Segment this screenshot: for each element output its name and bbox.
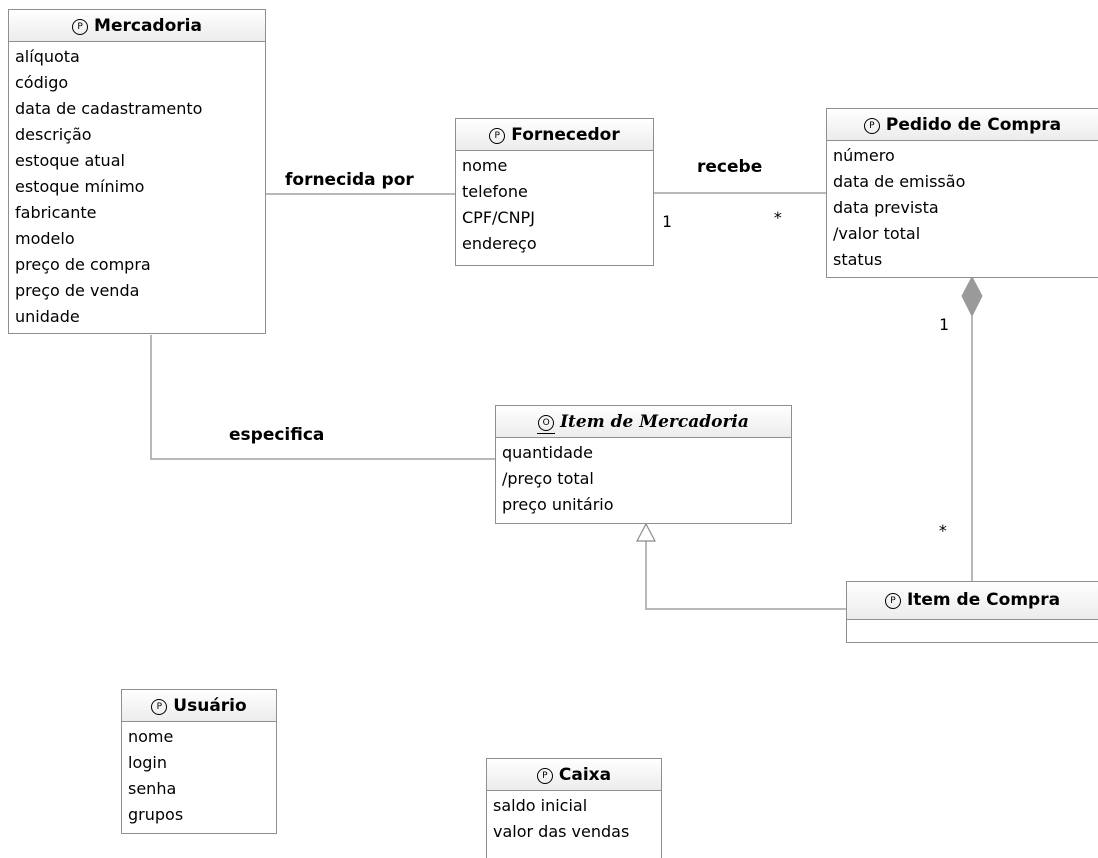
attribute-list: saldo inicial valor das vendas bbox=[487, 791, 661, 847]
attribute: senha bbox=[128, 779, 177, 798]
attribute: data de cadastramento bbox=[15, 99, 203, 118]
attribute-list: nome login senha grupos bbox=[122, 722, 276, 830]
class-item-de-compra[interactable]: P Item de Compra bbox=[846, 581, 1098, 643]
class-header: P Usuário bbox=[122, 690, 276, 722]
attribute: preço de compra bbox=[15, 255, 151, 274]
class-name: Usuário bbox=[173, 696, 247, 716]
generalization-arrowhead bbox=[636, 522, 656, 542]
multiplicity-label: * bbox=[938, 521, 948, 540]
class-mercadoria[interactable]: P Mercadoria alíquota código data de cada… bbox=[8, 9, 266, 334]
persistent-class-icon: P bbox=[536, 768, 553, 784]
class-usuario[interactable]: P Usuário nome login senha grupos bbox=[121, 689, 277, 834]
attribute: CPF/CNPJ bbox=[462, 208, 535, 227]
interface-icon: O bbox=[537, 415, 556, 434]
attribute: estoque mínimo bbox=[15, 177, 145, 196]
attribute: número bbox=[833, 146, 895, 165]
attribute: preço unitário bbox=[502, 495, 614, 514]
attribute: alíquota bbox=[15, 47, 80, 66]
composition-diamond bbox=[961, 275, 983, 318]
multiplicity-label: 1 bbox=[662, 212, 672, 231]
attribute: data de emissão bbox=[833, 172, 966, 191]
attribute: /preço total bbox=[502, 469, 594, 488]
persistent-class-icon: P bbox=[151, 699, 168, 715]
association-label-fornecida-por: fornecida por bbox=[285, 170, 414, 190]
attribute: login bbox=[128, 753, 167, 772]
attribute-list: alíquota código data de cadastramento de… bbox=[9, 42, 265, 332]
attribute: estoque atual bbox=[15, 151, 125, 170]
attribute: nome bbox=[128, 727, 174, 746]
attribute-list: número data de emissão data prevista /va… bbox=[827, 141, 1098, 275]
attribute: saldo inicial bbox=[493, 796, 588, 815]
class-header: P Mercadoria bbox=[9, 10, 265, 42]
class-name: Fornecedor bbox=[511, 125, 620, 145]
multiplicity-label: * bbox=[773, 208, 783, 227]
attribute: status bbox=[833, 250, 883, 269]
association-especifica-line bbox=[150, 335, 495, 460]
class-name: Caixa bbox=[558, 765, 612, 785]
attribute: código bbox=[15, 73, 69, 92]
attribute: fabricante bbox=[15, 203, 97, 222]
attribute: modelo bbox=[15, 229, 75, 248]
class-header: P Caixa bbox=[487, 759, 661, 791]
class-name: Item de Mercadoria bbox=[560, 412, 749, 432]
attribute: data prevista bbox=[833, 198, 939, 217]
class-name: Mercadoria bbox=[94, 16, 202, 36]
association-label-recebe: recebe bbox=[697, 157, 763, 177]
attribute: unidade bbox=[15, 307, 80, 326]
class-header: P Item de Compra bbox=[847, 582, 1098, 620]
persistent-class-icon: P bbox=[863, 118, 880, 134]
attribute: nome bbox=[462, 156, 508, 175]
class-name: Item de Compra bbox=[906, 590, 1061, 610]
persistent-class-icon: P bbox=[489, 128, 506, 144]
attribute: /valor total bbox=[833, 224, 921, 243]
attribute: preço de venda bbox=[15, 281, 140, 300]
attribute-list: quantidade /preço total preço unitário bbox=[496, 438, 791, 520]
class-header: P Fornecedor bbox=[456, 119, 653, 151]
attribute: grupos bbox=[128, 805, 184, 824]
multiplicity-label: 1 bbox=[939, 315, 949, 334]
class-fornecedor[interactable]: P Fornecedor nome telefone CPF/CNPJ ender… bbox=[455, 118, 654, 266]
attribute: endereço bbox=[462, 234, 537, 253]
attribute-list bbox=[847, 620, 1098, 624]
generalization-line bbox=[645, 541, 846, 610]
class-name: Pedido de Compra bbox=[885, 115, 1062, 135]
attribute: valor das vendas bbox=[493, 822, 630, 841]
association-label-especifica: especifica bbox=[229, 425, 325, 445]
persistent-class-icon: P bbox=[884, 593, 901, 609]
attribute: quantidade bbox=[502, 443, 593, 462]
persistent-class-icon: P bbox=[72, 19, 89, 35]
attribute: telefone bbox=[462, 182, 528, 201]
attribute: descrição bbox=[15, 125, 92, 144]
class-header: P Pedido de Compra bbox=[827, 109, 1098, 141]
class-pedido-de-compra[interactable]: P Pedido de Compra número data de emissão… bbox=[826, 108, 1098, 278]
attribute-list: nome telefone CPF/CNPJ endereço bbox=[456, 151, 653, 259]
class-caixa[interactable]: P Caixa saldo inicial valor das vendas bbox=[486, 758, 662, 858]
